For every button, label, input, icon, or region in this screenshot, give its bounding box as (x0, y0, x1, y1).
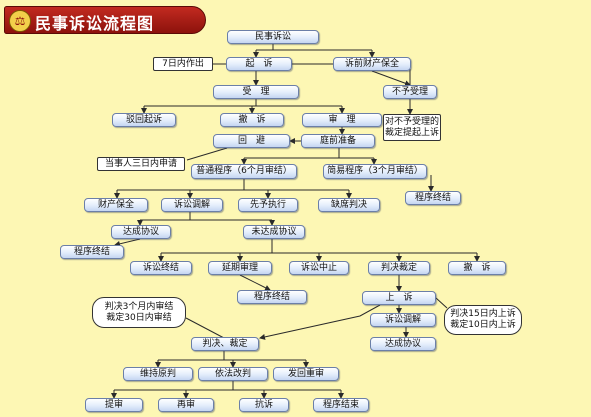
node-procedure-close[interactable]: 程序结束 (313, 398, 369, 412)
node-simplified-procedure[interactable]: 简易程序（3个月审结） (323, 164, 427, 179)
node-uphold[interactable]: 维持原判 (123, 367, 193, 381)
node-property-preservation[interactable]: 财产保全 (84, 198, 148, 212)
node-sue[interactable]: 起 诉 (226, 57, 292, 71)
note-line: 裁定10日内上诉 (450, 320, 516, 330)
node-pretrial-prep[interactable]: 庭前准备 (301, 134, 375, 148)
node-retrial[interactable]: 再审 (158, 398, 214, 412)
node-appeal-mediation[interactable]: 诉讼调解 (370, 313, 436, 327)
note-line: 7日内作出 (162, 58, 204, 69)
node-no-agreement[interactable]: 未达成协议 (243, 225, 305, 239)
note-line: 判决15日内上诉 (450, 309, 516, 319)
node-recusal[interactable]: 回 避 (213, 134, 290, 148)
node-ordinary-procedure[interactable]: 普通程序（6个月审结） (191, 164, 297, 179)
note-not-accept-appeal: 对不予受理的 裁定提起上诉 (383, 114, 441, 141)
node-procedure-end-mid[interactable]: 程序终结 (237, 290, 307, 304)
node-procedure-end-left[interactable]: 程序终结 (60, 245, 124, 259)
note-appeal-deadline: 判决15日内上诉 裁定10日内上诉 (444, 305, 522, 335)
note-line: 裁定30日内审结 (106, 312, 172, 323)
node-protest[interactable]: 抗诉 (239, 398, 289, 412)
node-extended-trial[interactable]: 延期审理 (208, 261, 272, 275)
node-judgment-ruling-mid[interactable]: 判决裁定 (368, 261, 430, 275)
node-suspension[interactable]: 诉讼中止 (289, 261, 349, 275)
node-reject-sue[interactable]: 驳回起诉 (112, 113, 176, 127)
node-agreement-reached[interactable]: 达成协议 (111, 225, 171, 239)
page-title: 民事诉讼流程图 (35, 14, 155, 33)
note-line: 对不予受理的 (384, 116, 439, 127)
note-three-days: 当事人三日内申请 (97, 157, 185, 171)
node-review[interactable]: 审 理 (302, 113, 382, 127)
note-line: 判决3个月内审结 (104, 301, 174, 312)
node-default-judgment[interactable]: 缺席判决 (318, 198, 380, 212)
note-judgment-deadline: 判决3个月内审结 裁定30日内审结 (92, 297, 186, 328)
node-judgment-ruling[interactable]: 判决、裁定 (191, 337, 259, 351)
node-appeal[interactable]: 上 诉 (362, 291, 436, 305)
title-bar: ⚖ 民事诉讼流程图 (4, 6, 206, 34)
node-civil-litigation[interactable]: 民事诉讼 (227, 30, 319, 44)
node-amend[interactable]: 依法改判 (198, 367, 268, 381)
node-retrial-petition[interactable]: 提审 (85, 398, 143, 412)
node-withdraw-2[interactable]: 撤 诉 (448, 261, 506, 275)
node-remand[interactable]: 发回重审 (273, 367, 339, 381)
note-seven-days: 7日内作出 (153, 57, 213, 71)
node-pre-litigation-preservation[interactable]: 诉前财产保全 (333, 57, 411, 71)
node-procedure-end-right[interactable]: 程序终结 (405, 191, 461, 205)
note-line: 当事人三日内申请 (104, 158, 177, 169)
scales-of-justice-icon: ⚖ (9, 10, 31, 32)
node-not-accept[interactable]: 不予受理 (383, 85, 437, 99)
node-agreement-reached-2[interactable]: 达成协议 (370, 337, 436, 351)
node-withdraw[interactable]: 撤 诉 (220, 113, 284, 127)
node-mediation[interactable]: 诉讼调解 (161, 198, 223, 212)
node-litigation-end[interactable]: 诉讼终结 (130, 261, 192, 275)
node-advance-execution[interactable]: 先予执行 (238, 198, 298, 212)
note-line: 裁定提起上诉 (384, 127, 439, 138)
node-accept[interactable]: 受 理 (213, 85, 299, 99)
